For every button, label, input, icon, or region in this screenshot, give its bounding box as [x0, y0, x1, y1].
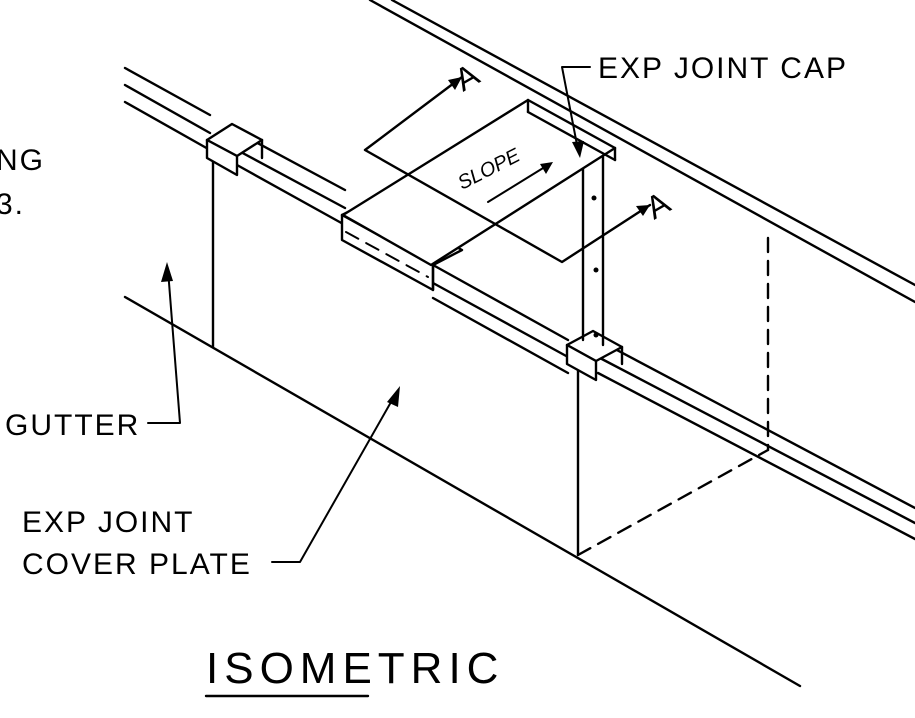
- cover-plate-label-line1: EXP JOINT: [22, 506, 194, 539]
- view-title-group: ISOMETRIC: [204, 644, 504, 698]
- right-end-cap: [565, 329, 624, 382]
- gutter-callout: GUTTER: [5, 262, 181, 442]
- hidden-lines: [576, 236, 770, 557]
- exp-joint-cap-label: EXP JOINT CAP: [598, 52, 848, 85]
- cut-off-note: NG 3.: [0, 144, 45, 221]
- roof-edge-lines: [368, 0, 915, 304]
- exp-joint-cap-callout: EXP JOINT CAP: [561, 52, 848, 158]
- bolt-icon: [593, 332, 599, 338]
- left-end-cap: [205, 122, 264, 177]
- bolt-icon: [593, 267, 599, 273]
- cut-note-line2: 3.: [0, 188, 25, 221]
- cover-plate-callout: EXP JOINT COVER PLATE: [22, 386, 400, 581]
- gutter-face-lines: [123, 160, 802, 688]
- cover-plate-label-line2: COVER PLATE: [22, 548, 252, 581]
- section-mark-right: A: [640, 184, 677, 226]
- gutter-label: GUTTER: [5, 409, 140, 442]
- joint-post: [581, 153, 605, 347]
- cut-note-line1: NG: [0, 144, 45, 177]
- view-title: ISOMETRIC: [206, 644, 504, 693]
- exp-joint-cap: [341, 98, 617, 267]
- bolt-icon: [591, 195, 597, 201]
